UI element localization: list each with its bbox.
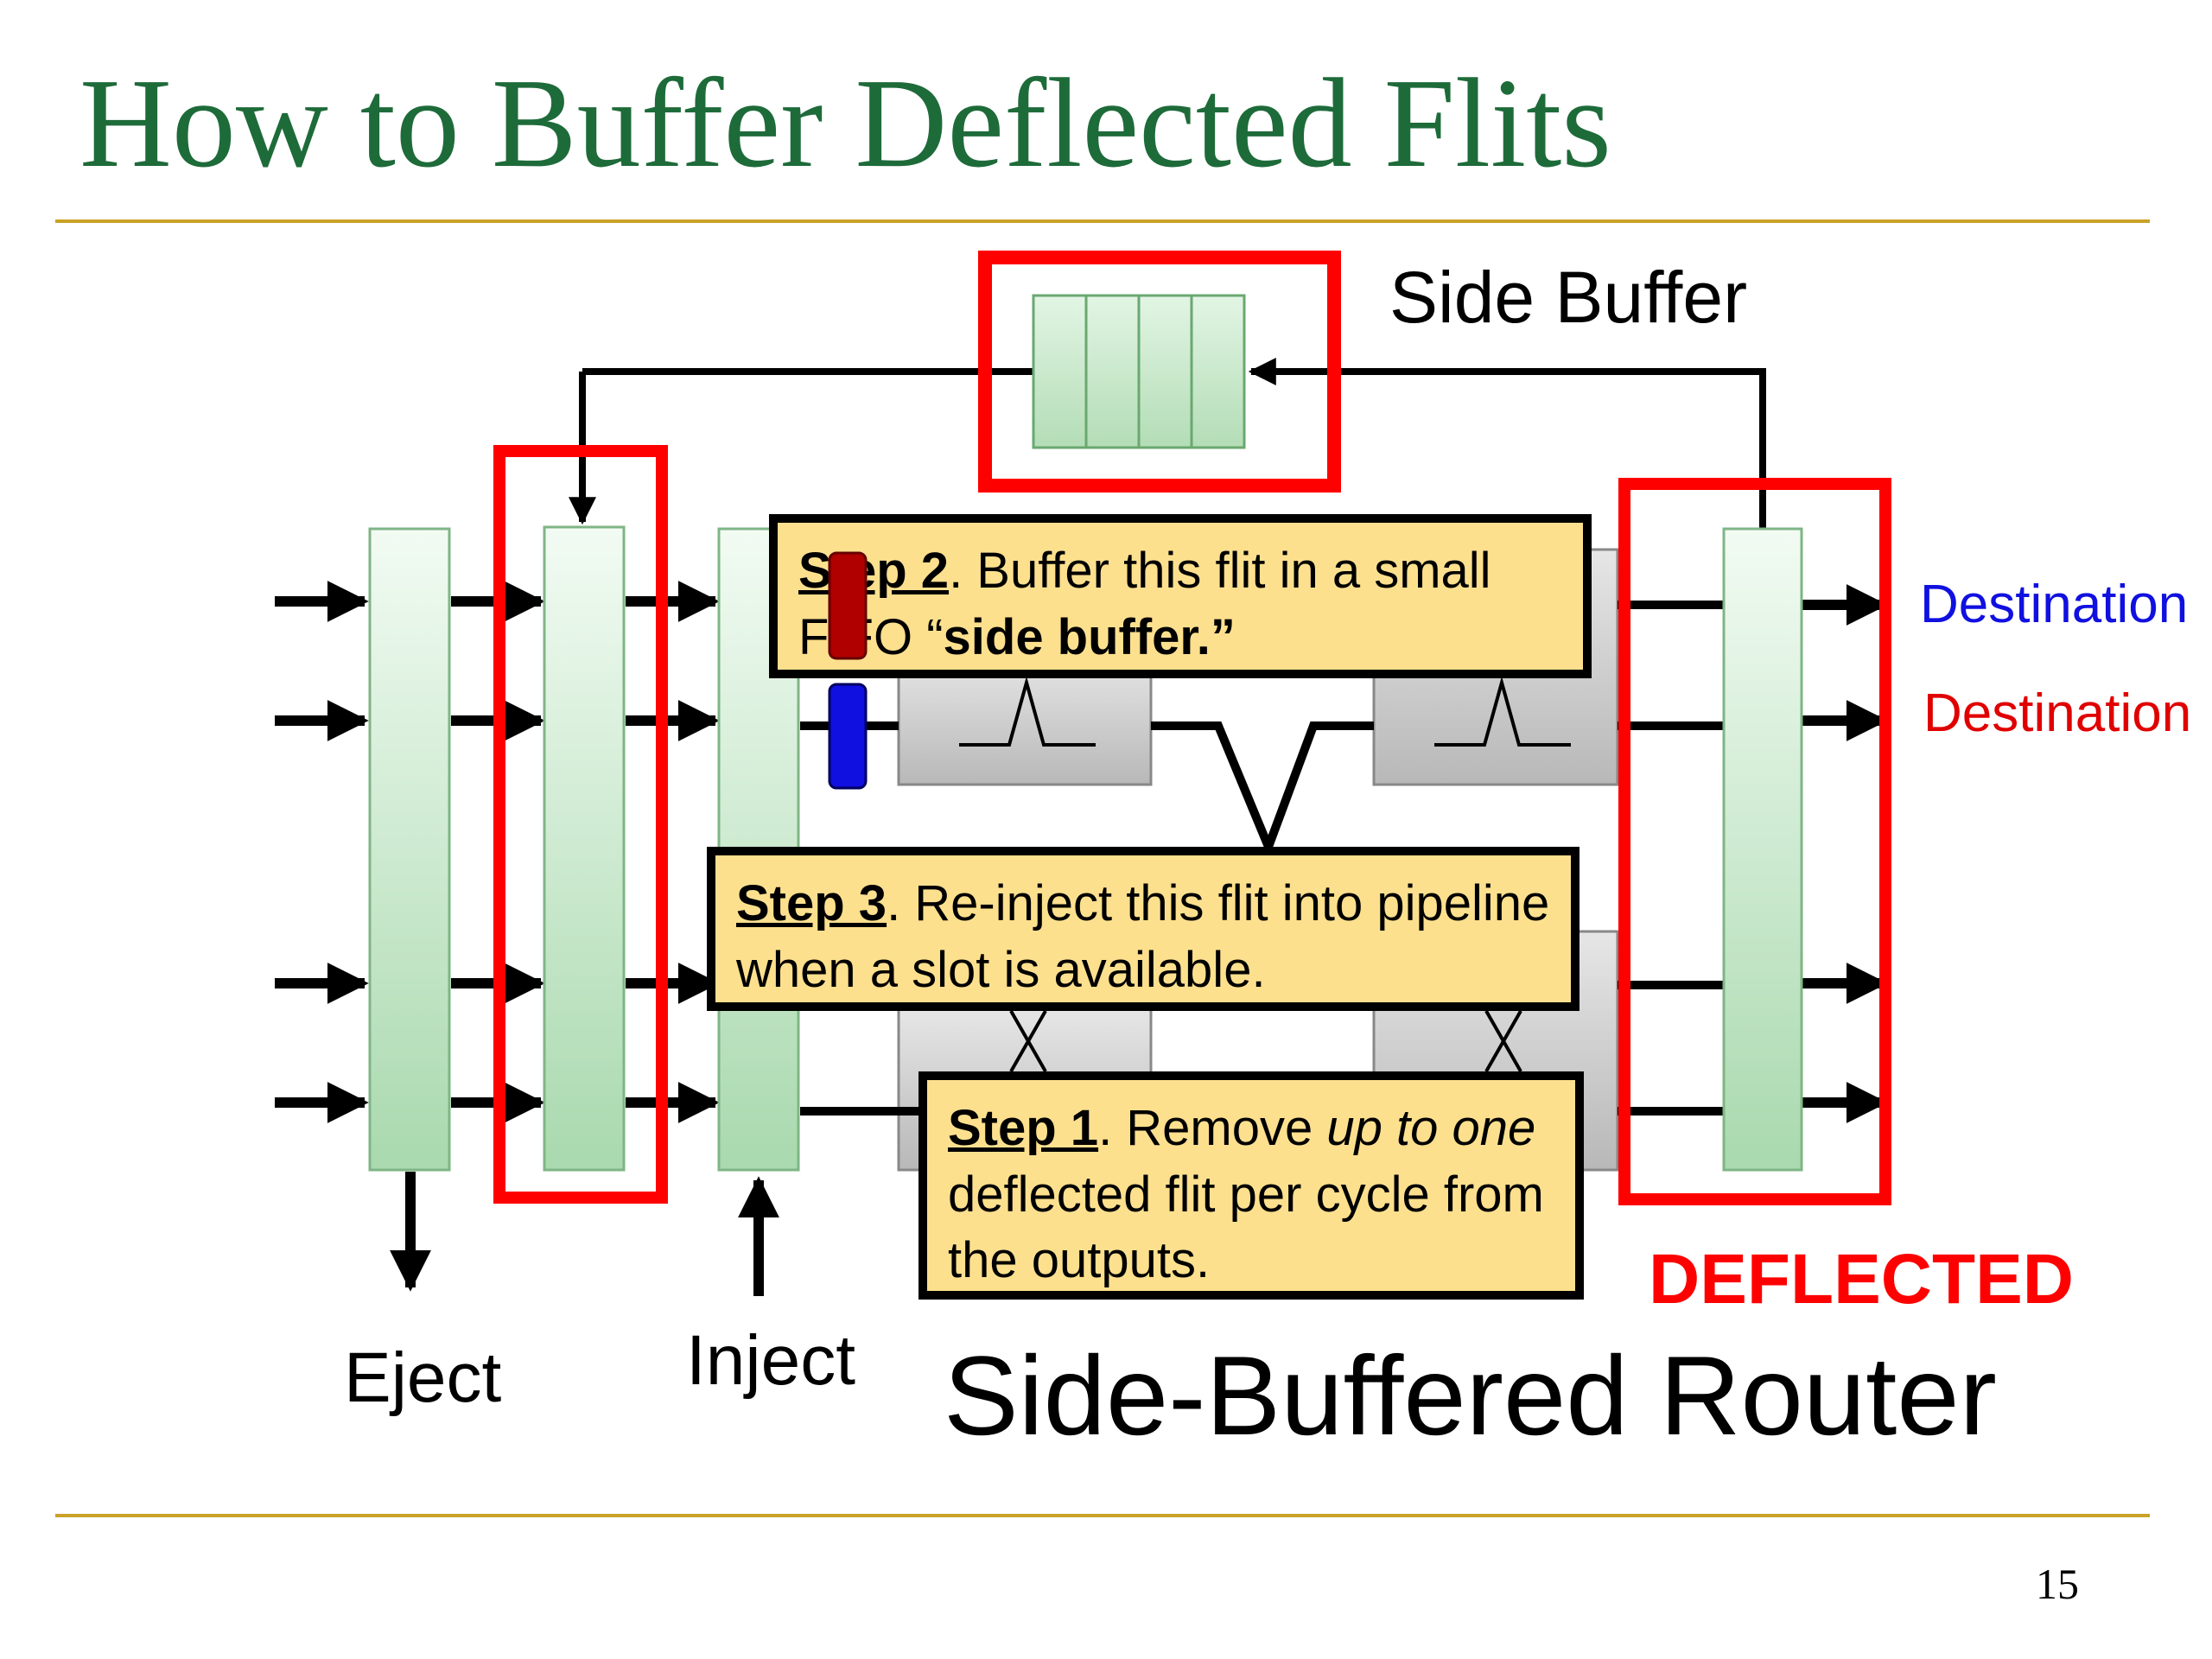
pipeline-stage-2: [543, 525, 626, 1172]
pipeline-stage-1: [368, 527, 451, 1172]
step1-callout: Step 1. Remove up to one deflected flit …: [918, 1071, 1584, 1300]
switch-cross-glyph: [1484, 1010, 1522, 1072]
side-buffer-highlight: [978, 251, 1341, 493]
deflected-label: DEFLECTED: [1649, 1240, 2074, 1319]
side-buffer-label: Side Buffer: [1389, 257, 1748, 338]
step2-callout: Step 2. Buffer this flit in a small FIFO…: [769, 514, 1592, 678]
step2-label: Step 2: [798, 543, 950, 599]
switch-pulse-glyph: [959, 676, 1096, 747]
step3-callout: Step 3. Re-inject this flit into pipelin…: [707, 847, 1580, 1011]
step1-text-b: deflected flit per cycle from the output…: [948, 1166, 1544, 1289]
output-arrows: [1802, 584, 1888, 1123]
switch-pulse-glyph: [1434, 676, 1571, 747]
step2-bold-text: side buffer.”: [943, 608, 1236, 665]
step3-label: Step 3: [736, 875, 887, 931]
page-number: 15: [2036, 1560, 2079, 1608]
destination-label-red: Destination: [1923, 683, 2192, 743]
output-stage: [1722, 527, 1803, 1172]
switch-cross-glyph: [1009, 1010, 1047, 1072]
step1-label: Step 1: [948, 1100, 1099, 1156]
reinject-stage-highlight: [493, 445, 668, 1204]
side-buffer-fifo: [1032, 294, 1246, 449]
inject-label: Inject: [686, 1321, 855, 1400]
step1-italic-text: up to one: [1326, 1100, 1536, 1156]
step1-text-a: . Remove: [1098, 1100, 1327, 1156]
bottom-rule: [55, 1514, 2150, 1517]
output-stage-highlight: [1618, 478, 1891, 1205]
top-rule: [55, 219, 2150, 223]
step2-text: . Buffer this flit in a small FIFO “: [798, 543, 1491, 665]
step3-text: . Re-inject this flit into pipeline when…: [736, 875, 1550, 998]
side-buffer-loop: [569, 358, 1766, 529]
destination-label-blue: Destination: [1920, 575, 2189, 634]
router-title: Side-Buffered Router: [944, 1332, 1997, 1459]
slide-title: How to Buffer Deflected Flits: [79, 53, 1611, 194]
eject-label: Eject: [344, 1338, 502, 1417]
